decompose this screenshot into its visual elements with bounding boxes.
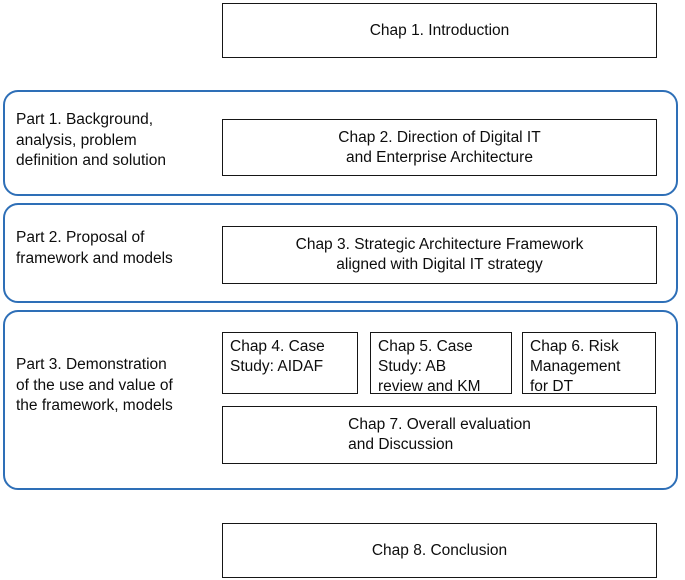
chapter-5-label: Chap 5. Case Study: AB review and KM [378, 338, 481, 395]
chapter-1-label: Chap 1. Introduction [369, 21, 510, 39]
chapter-3-label: Chap 3. Strategic Architecture Framework… [295, 236, 584, 273]
chapter-2-label: Chap 2. Direction of Digital IT and Ente… [338, 128, 541, 166]
part-3-label: Part 3. Demonstration of the use and val… [16, 356, 173, 415]
chapter-6-label: Chap 6. Risk Management for DT [530, 338, 621, 395]
chapter-box-6[interactable]: Chap 6. Risk Management for DT [522, 332, 656, 395]
chapter-box-1[interactable]: Chap 1. Introduction [222, 3, 657, 58]
chapter-8-label: Chap 8. Conclusion [371, 541, 508, 559]
chapter-box-3[interactable]: Chap 3. Strategic Architecture Framework… [222, 226, 657, 284]
chapter-box-4[interactable]: Chap 4. Case Study: AIDAF [222, 332, 358, 394]
chapter-box-2[interactable]: Chap 2. Direction of Digital IT and Ente… [222, 119, 657, 176]
chapter-box-8[interactable]: Chap 8. Conclusion [222, 523, 657, 578]
chapter-4-label: Chap 4. Case Study: AIDAF [230, 338, 325, 375]
chapter-box-7[interactable]: Chap 7. Overall evaluation and Discussio… [222, 406, 657, 464]
chapter-box-5[interactable]: Chap 5. Case Study: AB review and KM [370, 332, 512, 395]
chapter-7-label: Chap 7. Overall evaluation and Discussio… [348, 416, 531, 453]
part-1-label: Part 1. Background, analysis, problem de… [16, 111, 166, 170]
part-2-label: Part 2. Proposal of framework and models [16, 229, 173, 267]
